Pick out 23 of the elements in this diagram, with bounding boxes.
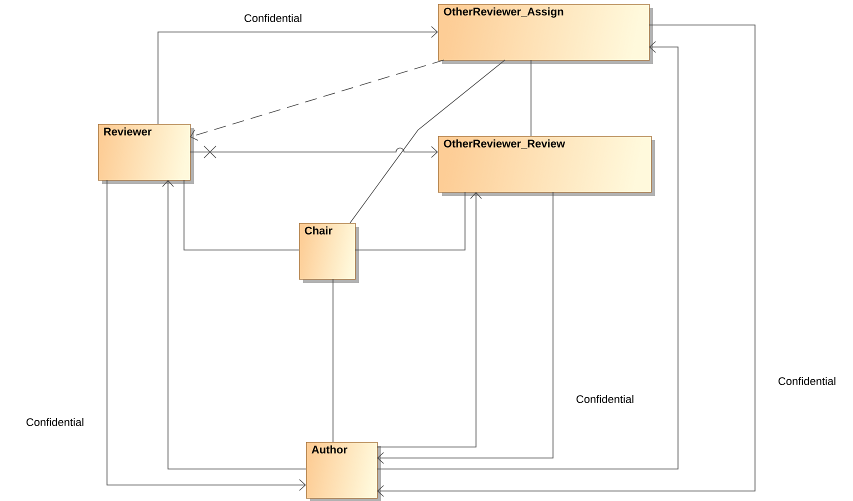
connector bbox=[350, 60, 506, 224]
edge-label: Confidential bbox=[574, 394, 636, 404]
connector bbox=[376, 41, 678, 470]
edge-label: Confidential bbox=[24, 416, 86, 428]
connector bbox=[377, 192, 554, 464]
class-box: Reviewer bbox=[98, 124, 194, 184]
class-box: OtherReviewer_Review bbox=[438, 136, 655, 196]
connector bbox=[184, 180, 300, 250]
edge-label: Confidential bbox=[776, 376, 838, 386]
connector bbox=[376, 192, 482, 448]
connector bbox=[377, 24, 756, 497]
class-box: Author bbox=[306, 442, 381, 501]
edge-label: Confidential bbox=[242, 12, 304, 24]
connector bbox=[332, 278, 334, 442]
connector bbox=[162, 180, 306, 470]
class-box: Chair bbox=[299, 223, 359, 283]
connector bbox=[190, 146, 438, 158]
connector bbox=[158, 26, 438, 124]
connector bbox=[190, 60, 444, 141]
class-box: OtherReviewer_Assign bbox=[438, 4, 653, 64]
connector bbox=[354, 192, 466, 250]
connector bbox=[530, 60, 532, 136]
connector bbox=[106, 180, 306, 491]
